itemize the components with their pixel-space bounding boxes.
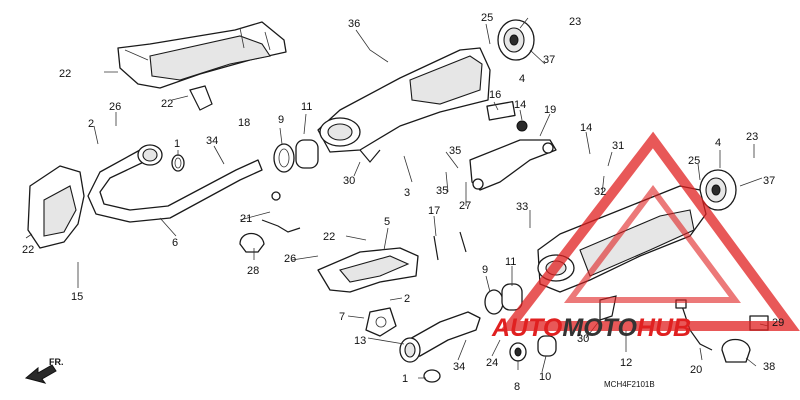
callout-label: 11	[505, 256, 516, 268]
clamp-9-upper	[273, 143, 295, 173]
callout-labels: 36 25 23 37 4 22 22 18 26 2 1 34 9 11 16…	[22, 12, 784, 393]
heat-shield-5	[317, 247, 419, 293]
callout-label: 14	[580, 122, 592, 134]
callout-label: 27	[459, 200, 471, 212]
callout-label: 35	[449, 145, 461, 157]
watermark-text-auto: AUTO	[491, 314, 563, 342]
callout-label: 21	[240, 213, 252, 225]
callout-label: 16	[489, 89, 501, 101]
exhaust-pipe-6	[87, 144, 263, 223]
front-direction-arrow	[24, 364, 57, 384]
callout-label: 20	[690, 364, 702, 376]
callout-label: 26	[109, 101, 121, 113]
callout-label: 17	[428, 205, 440, 217]
callout-label: 22	[161, 98, 173, 110]
callout-label: 23	[569, 16, 581, 28]
callout-label: 14	[514, 99, 526, 111]
flange-7	[365, 307, 397, 337]
callout-label: 37	[543, 54, 555, 66]
callout-label: 9	[482, 264, 488, 276]
callout-label: 35	[436, 185, 448, 197]
watermark-text-moto: MOTO	[562, 314, 637, 342]
callout-label: 38	[763, 361, 775, 373]
sensor-21	[261, 191, 301, 233]
callout-label: 7	[339, 311, 345, 323]
callout-label: 5	[384, 216, 390, 228]
callout-label: 34	[206, 135, 218, 147]
heat-shield-18	[117, 21, 287, 111]
callout-label: 15	[71, 291, 83, 303]
clamp-9-lower	[484, 289, 504, 315]
callout-label: 2	[88, 118, 94, 130]
callout-label: 36	[348, 18, 360, 30]
exhaust-pipe-13	[399, 311, 481, 363]
callout-label: 29	[772, 317, 784, 329]
clip-28	[239, 232, 265, 253]
callout-label: 19	[544, 104, 556, 116]
callout-label: 24	[486, 357, 498, 369]
callout-label: 11	[301, 101, 312, 113]
callout-label: 1	[174, 138, 180, 150]
callout-label: 8	[514, 381, 520, 393]
bracket-19	[469, 139, 557, 191]
gasket-1-upper	[171, 154, 185, 172]
clip-38	[721, 338, 751, 363]
callout-label: 26	[284, 253, 296, 265]
collar-10	[537, 335, 557, 357]
end-cap-4-lower	[699, 169, 737, 211]
callout-label: 34	[453, 361, 465, 373]
callout-label: 18	[238, 117, 250, 129]
watermark-logo: AUTOMOTOHUB	[491, 131, 800, 342]
callout-label: 9	[278, 114, 284, 126]
callout-label: 2	[404, 293, 410, 305]
callout-label: 1	[402, 373, 408, 385]
watermark-triangle	[499, 131, 800, 331]
watermark-text: AUTOMOTOHUB	[491, 314, 691, 342]
gasket-1-lower	[423, 369, 441, 383]
callout-label: 32	[594, 186, 606, 198]
watermark-text-hub: HUB	[637, 314, 691, 342]
joint-11-upper	[295, 139, 319, 169]
heat-shield-15	[27, 165, 85, 249]
callout-label: 10	[539, 371, 551, 383]
watermark-triangle-inner	[563, 184, 741, 303]
callout-label: 25	[688, 155, 700, 167]
callout-label: 3	[404, 187, 410, 199]
callout-label: 37	[763, 175, 775, 187]
callout-label: 22	[22, 244, 34, 256]
callout-label: 30	[343, 175, 355, 187]
end-cap-4-upper	[497, 19, 535, 61]
diagram-code: MCH4F2101B	[604, 380, 655, 389]
callout-label: 4	[715, 137, 721, 149]
callout-label: 22	[323, 231, 335, 243]
callout-label: 30	[577, 333, 589, 345]
front-direction-label: FR.	[49, 357, 64, 367]
callout-label: 13	[354, 335, 366, 347]
callout-label: 4	[519, 73, 525, 85]
bracket-17	[433, 231, 467, 261]
callout-label: 25	[481, 12, 493, 24]
callout-label: 31	[612, 140, 624, 152]
callout-label: 12	[620, 357, 632, 369]
callout-label: 33	[516, 201, 528, 213]
callout-label: 23	[746, 131, 758, 143]
callout-label: 6	[172, 237, 178, 249]
callout-label: 28	[247, 265, 259, 277]
collar-16	[486, 101, 528, 132]
callout-label: 22	[59, 68, 71, 80]
muffler-upper-3	[317, 47, 491, 163]
gasket-8	[509, 342, 527, 362]
